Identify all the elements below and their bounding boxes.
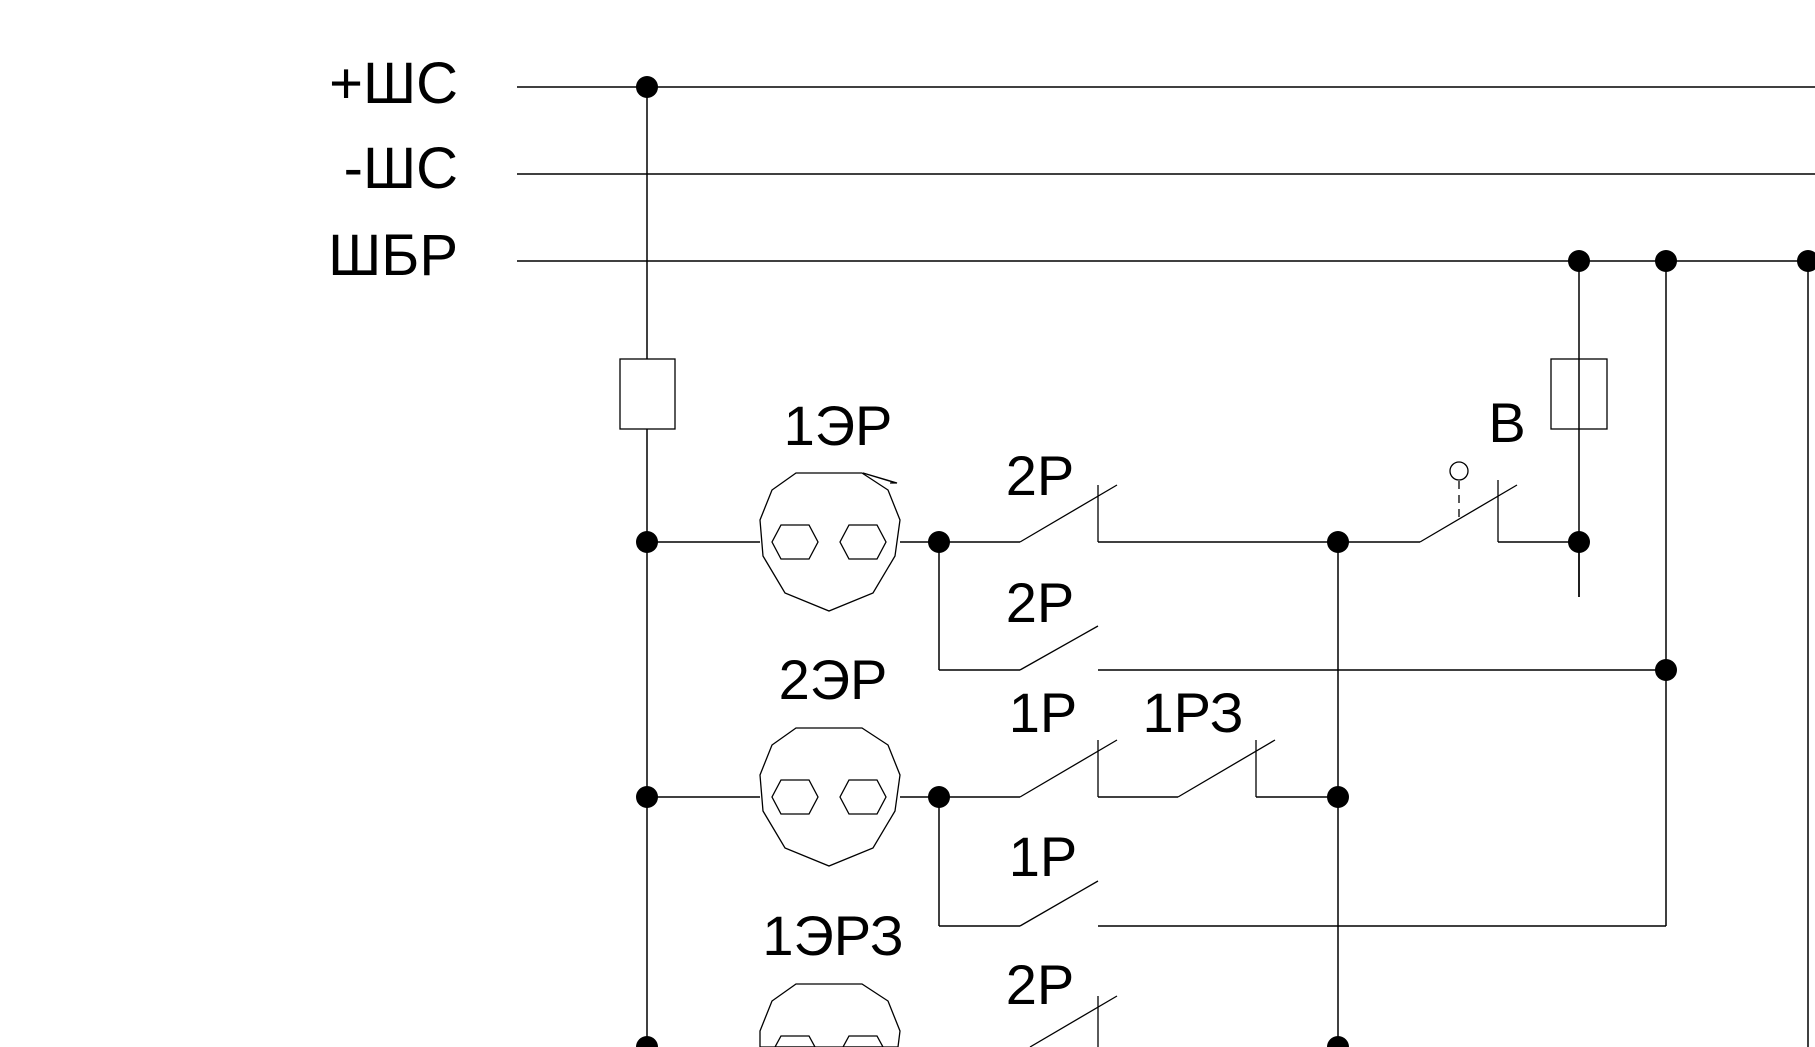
contact-2r-top bbox=[1019, 484, 1118, 543]
row-3 bbox=[647, 727, 1338, 867]
contact-2r-bottom bbox=[1029, 995, 1118, 1047]
left-feeder bbox=[619, 87, 676, 1047]
relay-label-1er: 1ЭР bbox=[784, 394, 893, 457]
relay-1er-coil bbox=[862, 472, 898, 484]
fuse-right bbox=[1550, 358, 1608, 430]
button-label-v: В bbox=[1488, 391, 1525, 454]
contact-label-2r-top: 2Р bbox=[1006, 444, 1075, 507]
contact-1r-main bbox=[1019, 739, 1118, 798]
contact-label-1rz: 1РЗ bbox=[1142, 681, 1243, 744]
relay-1erz-symbol bbox=[759, 983, 901, 1047]
contact-label-1r-second: 1Р bbox=[1009, 825, 1078, 888]
bus-label-shbr: ШБР bbox=[328, 223, 458, 288]
row-4 bbox=[938, 797, 1666, 927]
relay-1er-symbol bbox=[759, 472, 901, 612]
contact-1rz bbox=[1177, 739, 1276, 798]
contact-label-1r-main: 1Р bbox=[1009, 681, 1078, 744]
row-2 bbox=[938, 542, 1666, 671]
junction-dots bbox=[636, 76, 1815, 1047]
contact-label-2r-second: 2Р bbox=[1006, 571, 1075, 634]
row-1 bbox=[647, 461, 1580, 612]
contact-1r-second bbox=[1019, 880, 1099, 927]
relay-label-2er: 2ЭР bbox=[779, 648, 888, 711]
relay-label-1erz: 1ЭРЗ bbox=[762, 904, 903, 967]
button-v bbox=[1419, 461, 1518, 543]
relay-2er-symbol bbox=[759, 727, 901, 867]
fuse-left bbox=[619, 358, 676, 430]
contact-label-2r-bottom: 2Р bbox=[1006, 953, 1075, 1016]
contact-2r-second bbox=[1019, 625, 1099, 671]
bus-label-minus-shs: -ШС bbox=[344, 136, 458, 201]
bus-label-plus-shs: +ШС bbox=[329, 51, 458, 116]
